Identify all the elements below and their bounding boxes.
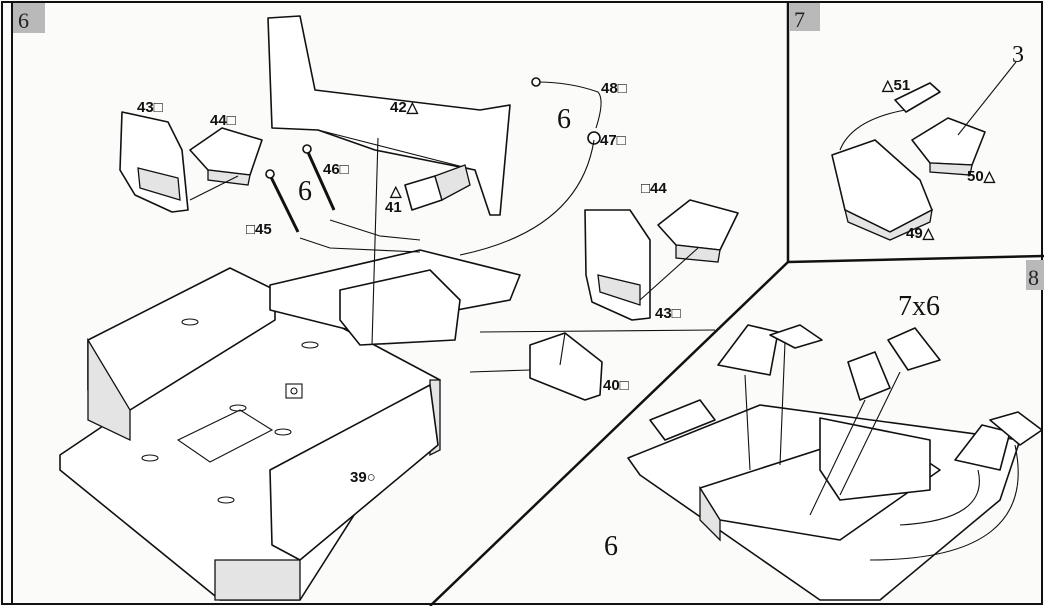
label-part-49: 49△	[906, 225, 935, 242]
label-part-42: 42△	[390, 99, 419, 116]
seat-cushion-part-44-left	[189, 127, 263, 186]
step-6-number: 6	[18, 8, 29, 33]
label-part-3: 3	[1012, 42, 1024, 68]
battery-box-part-40	[529, 332, 603, 401]
label-part-51: △51	[881, 77, 910, 94]
label-part-45: □45	[246, 221, 272, 238]
chassis-with-seats-step-8	[627, 324, 1043, 601]
floor-chassis-part-39	[59, 249, 521, 601]
label-part-47: 47□	[600, 132, 626, 149]
step-8-number: 8	[1028, 265, 1039, 290]
curl-callout-6-bottom: 6	[604, 531, 618, 562]
assembly-leader-lines	[189, 137, 716, 373]
seat-back-part-43-right	[584, 209, 651, 321]
label-part-40: 40□	[603, 377, 629, 394]
backboard-part-42	[267, 15, 511, 216]
step-8-marker: 8	[1026, 260, 1044, 290]
handle-part-48	[531, 77, 602, 145]
label-part-41-mark: △	[389, 183, 402, 200]
lever-part-45	[265, 169, 300, 233]
cushion-part-50	[911, 117, 986, 176]
curl-callout-6-top: 6	[557, 104, 571, 135]
curl-callout-6-left: 6	[298, 176, 312, 207]
box-part-41	[404, 164, 471, 211]
label-part-43-right: 43□	[655, 305, 681, 322]
label-part-50: 50△	[967, 168, 996, 185]
part-labels: 39○ 40□ △ 41 42△ 43□ 43□ 44□ □44 □45 46□…	[137, 42, 1024, 486]
label-part-43-left: 43□	[137, 99, 163, 116]
label-part-48: 48□	[601, 80, 627, 97]
seat-back-part-43-left	[119, 111, 189, 213]
seat-cushion-part-44-right	[657, 199, 739, 263]
label-part-46: 46□	[323, 161, 349, 178]
label-part-44-right: □44	[641, 180, 667, 197]
step-7-number: 7	[794, 7, 805, 32]
label-part-44-left: 44□	[210, 112, 236, 129]
quantity-7x6: 7x6	[898, 291, 940, 322]
lever-part-46	[302, 144, 336, 211]
step-6-marker: 6	[13, 3, 45, 33]
pad-part-51	[894, 82, 941, 113]
step-7-marker: 7	[790, 3, 820, 32]
seat-frame-part-49	[831, 139, 933, 241]
callouts: 6 6 6 7x6	[298, 104, 940, 562]
label-part-39: 39○	[350, 469, 376, 486]
label-part-41: 41	[385, 199, 402, 216]
